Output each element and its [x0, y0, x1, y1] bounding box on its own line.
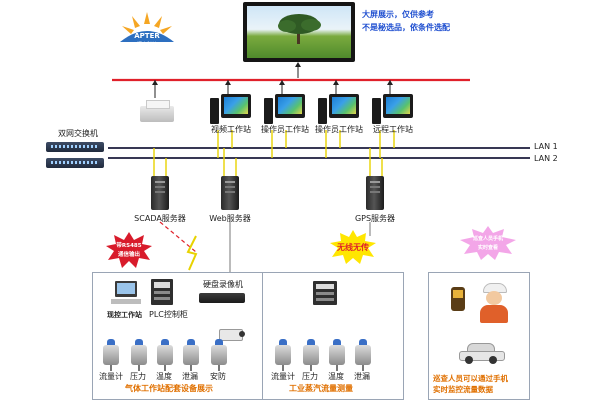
mobile-caption-line1: 巡查人员可以通过手机 [433, 374, 508, 383]
wireless-burst: 无线无传 [330, 230, 376, 264]
panel-steam-flow: 流量计 压力 温度 泄漏 工业蒸汽流量测量 [262, 272, 404, 400]
recorder-label: 硬盘录像机 [203, 280, 243, 289]
plc-cabinet-icon [151, 279, 173, 305]
rs485-text-1: 带RS485 [116, 243, 142, 249]
panel-mobile-inspection: 巡查人员可以通过手机 实时监控流量数据 [428, 272, 530, 400]
panel-gas-station: 现控工作站 PLC控制柜 硬盘录像机 流量计 压力 温度 泄漏 安防 气体工作站… [92, 272, 264, 400]
printer [140, 100, 174, 124]
temperature-device [157, 339, 173, 371]
panel-left-title: 气体工作站配套设备展示 [125, 384, 213, 393]
recorder-icon [199, 293, 245, 303]
workstation-operator-2 [318, 92, 362, 132]
leak-device [355, 339, 371, 371]
scada-server-icon [151, 176, 169, 210]
device-label: 泄漏 [354, 372, 370, 381]
big-screen-note-line1: 大屏展示，仅供参考 [362, 10, 434, 19]
tree-image [278, 14, 321, 44]
pressure-device [303, 339, 319, 371]
gps-server-label: GPS服务器 [354, 214, 396, 223]
logo-text: APTER [134, 32, 160, 40]
workstation-label: 操作员工作站 [315, 125, 363, 134]
workstation-remote [372, 92, 416, 132]
local-workstation-label: 现控工作站 [107, 311, 142, 319]
device-label: 压力 [130, 372, 146, 381]
device-label: 安防 [210, 372, 226, 381]
pink-text-2: 实时查看 [477, 245, 499, 251]
web-server-label: Web服务器 [209, 214, 251, 223]
rs485-text-2: 通信输出 [117, 252, 141, 258]
scada-server-label: SCADA服务器 [134, 214, 186, 223]
device-label: 泄漏 [182, 372, 198, 381]
leak-device [183, 339, 199, 371]
workstation-label: 远程工作站 [373, 125, 413, 134]
workstation-label: 操作员工作站 [261, 125, 309, 134]
steam-panel-controller-icon [313, 281, 337, 305]
wireless-text: 无线无传 [337, 243, 369, 252]
plc-label: PLC控制柜 [149, 310, 188, 319]
handheld-device-icon [451, 287, 465, 311]
workstation-label: 视频工作站 [211, 125, 251, 134]
lan1-label: LAN 1 [534, 142, 558, 151]
local-workstation-icon [111, 281, 141, 309]
flowmeter-device [275, 339, 291, 371]
gps-server-icon [366, 176, 384, 210]
flowmeter-device [103, 339, 119, 371]
switch-label: 双网交换机 [58, 129, 98, 138]
car-icon [459, 343, 505, 364]
big-screen-note-line2: 不是秘选品，依条件选配 [362, 23, 450, 32]
network-switch-2 [46, 158, 104, 168]
inspector-avatar [477, 283, 511, 323]
temperature-device [329, 339, 345, 371]
pink-burst: 巡查人员手机 实时查看 [460, 226, 516, 260]
big-screen-display [243, 2, 355, 62]
device-label: 温度 [156, 372, 172, 381]
lan2-label: LAN 2 [534, 154, 558, 163]
network-switch-1 [46, 142, 104, 152]
pressure-device [131, 339, 147, 371]
panel-mid-title: 工业蒸汽流量测量 [289, 384, 353, 393]
logo-subtext: 汇泰科技 [136, 42, 158, 48]
workstation-video [210, 92, 254, 132]
pink-text-1: 巡查人员手机 [472, 236, 504, 242]
workstation-operator-1 [264, 92, 308, 132]
web-server-icon [221, 176, 239, 210]
mobile-caption-line2: 实时监控流量数据 [433, 385, 493, 394]
security-device [211, 339, 227, 371]
device-label: 流量计 [99, 372, 123, 381]
apter-logo: APTER 汇泰科技 [112, 10, 182, 50]
security-camera-icon [219, 327, 245, 343]
device-label: 流量计 [271, 372, 295, 381]
device-label: 温度 [328, 372, 344, 381]
rs485-burst: 带RS485 通信输出 [106, 232, 152, 268]
device-label: 压力 [302, 372, 318, 381]
